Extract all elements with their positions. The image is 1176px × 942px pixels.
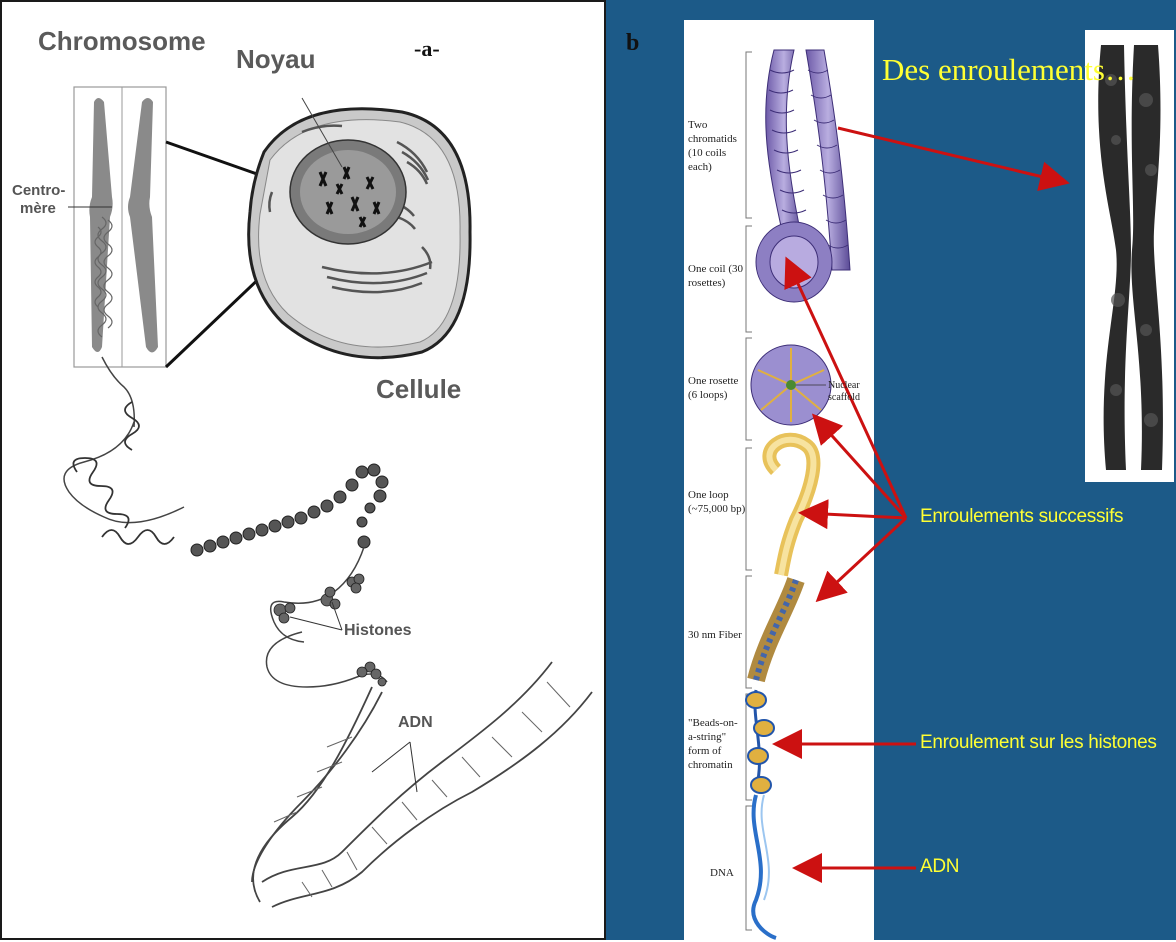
label-noyau: Noyau	[236, 44, 315, 75]
dna-double-helix	[252, 662, 592, 907]
scaffold-label: Nuclear scaffold	[828, 380, 872, 404]
chromatid-left	[89, 98, 112, 352]
level-label-coil: One coil (30 rosettes)	[688, 262, 746, 290]
level-label-loop: One loop (~75,000 bp)	[688, 488, 746, 516]
annotation-histones: Enroulement sur les histones	[920, 732, 1157, 754]
annotation-successive: Enroulements successifs	[920, 506, 1123, 528]
panel-a: -a- Chromosome Noyau Centro- mère Cellul…	[0, 0, 606, 940]
panel-a-illustration	[2, 2, 608, 942]
level-brackets	[746, 52, 752, 930]
panel-b-title: Des enroulements…	[882, 52, 1136, 88]
micrograph-chromosome	[1098, 45, 1163, 470]
level-label-beads: "Beads-on-a-string" form of chromatin	[688, 716, 746, 772]
label-histones: Histones	[344, 622, 412, 640]
chromatin-fiber	[64, 357, 184, 523]
annotation-adn: ADN	[920, 856, 959, 878]
label-cellule: Cellule	[376, 374, 461, 405]
scaffold-center	[786, 380, 796, 390]
solenoid-beads	[191, 464, 388, 556]
label-adn: ADN	[398, 714, 433, 732]
level-label-chromatids: Two chromatids (10 coils each)	[688, 118, 746, 174]
loop	[769, 440, 813, 575]
level-label-dna: DNA	[710, 866, 768, 880]
chromatid-right	[128, 98, 158, 353]
panel-b-tag: b	[626, 30, 639, 57]
label-centromere-line1: Centro-	[12, 182, 65, 199]
panel-b: b Des enroulements… Two chromatids (10 c…	[606, 0, 1176, 940]
level-label-fiber: 30 nm Fiber	[688, 628, 752, 642]
level-label-rosette: One rosette (6 loops)	[688, 374, 746, 402]
panel-a-tag: -a-	[414, 36, 440, 62]
label-centromere-line2: mère	[20, 200, 56, 217]
label-chromosome: Chromosome	[38, 26, 206, 57]
